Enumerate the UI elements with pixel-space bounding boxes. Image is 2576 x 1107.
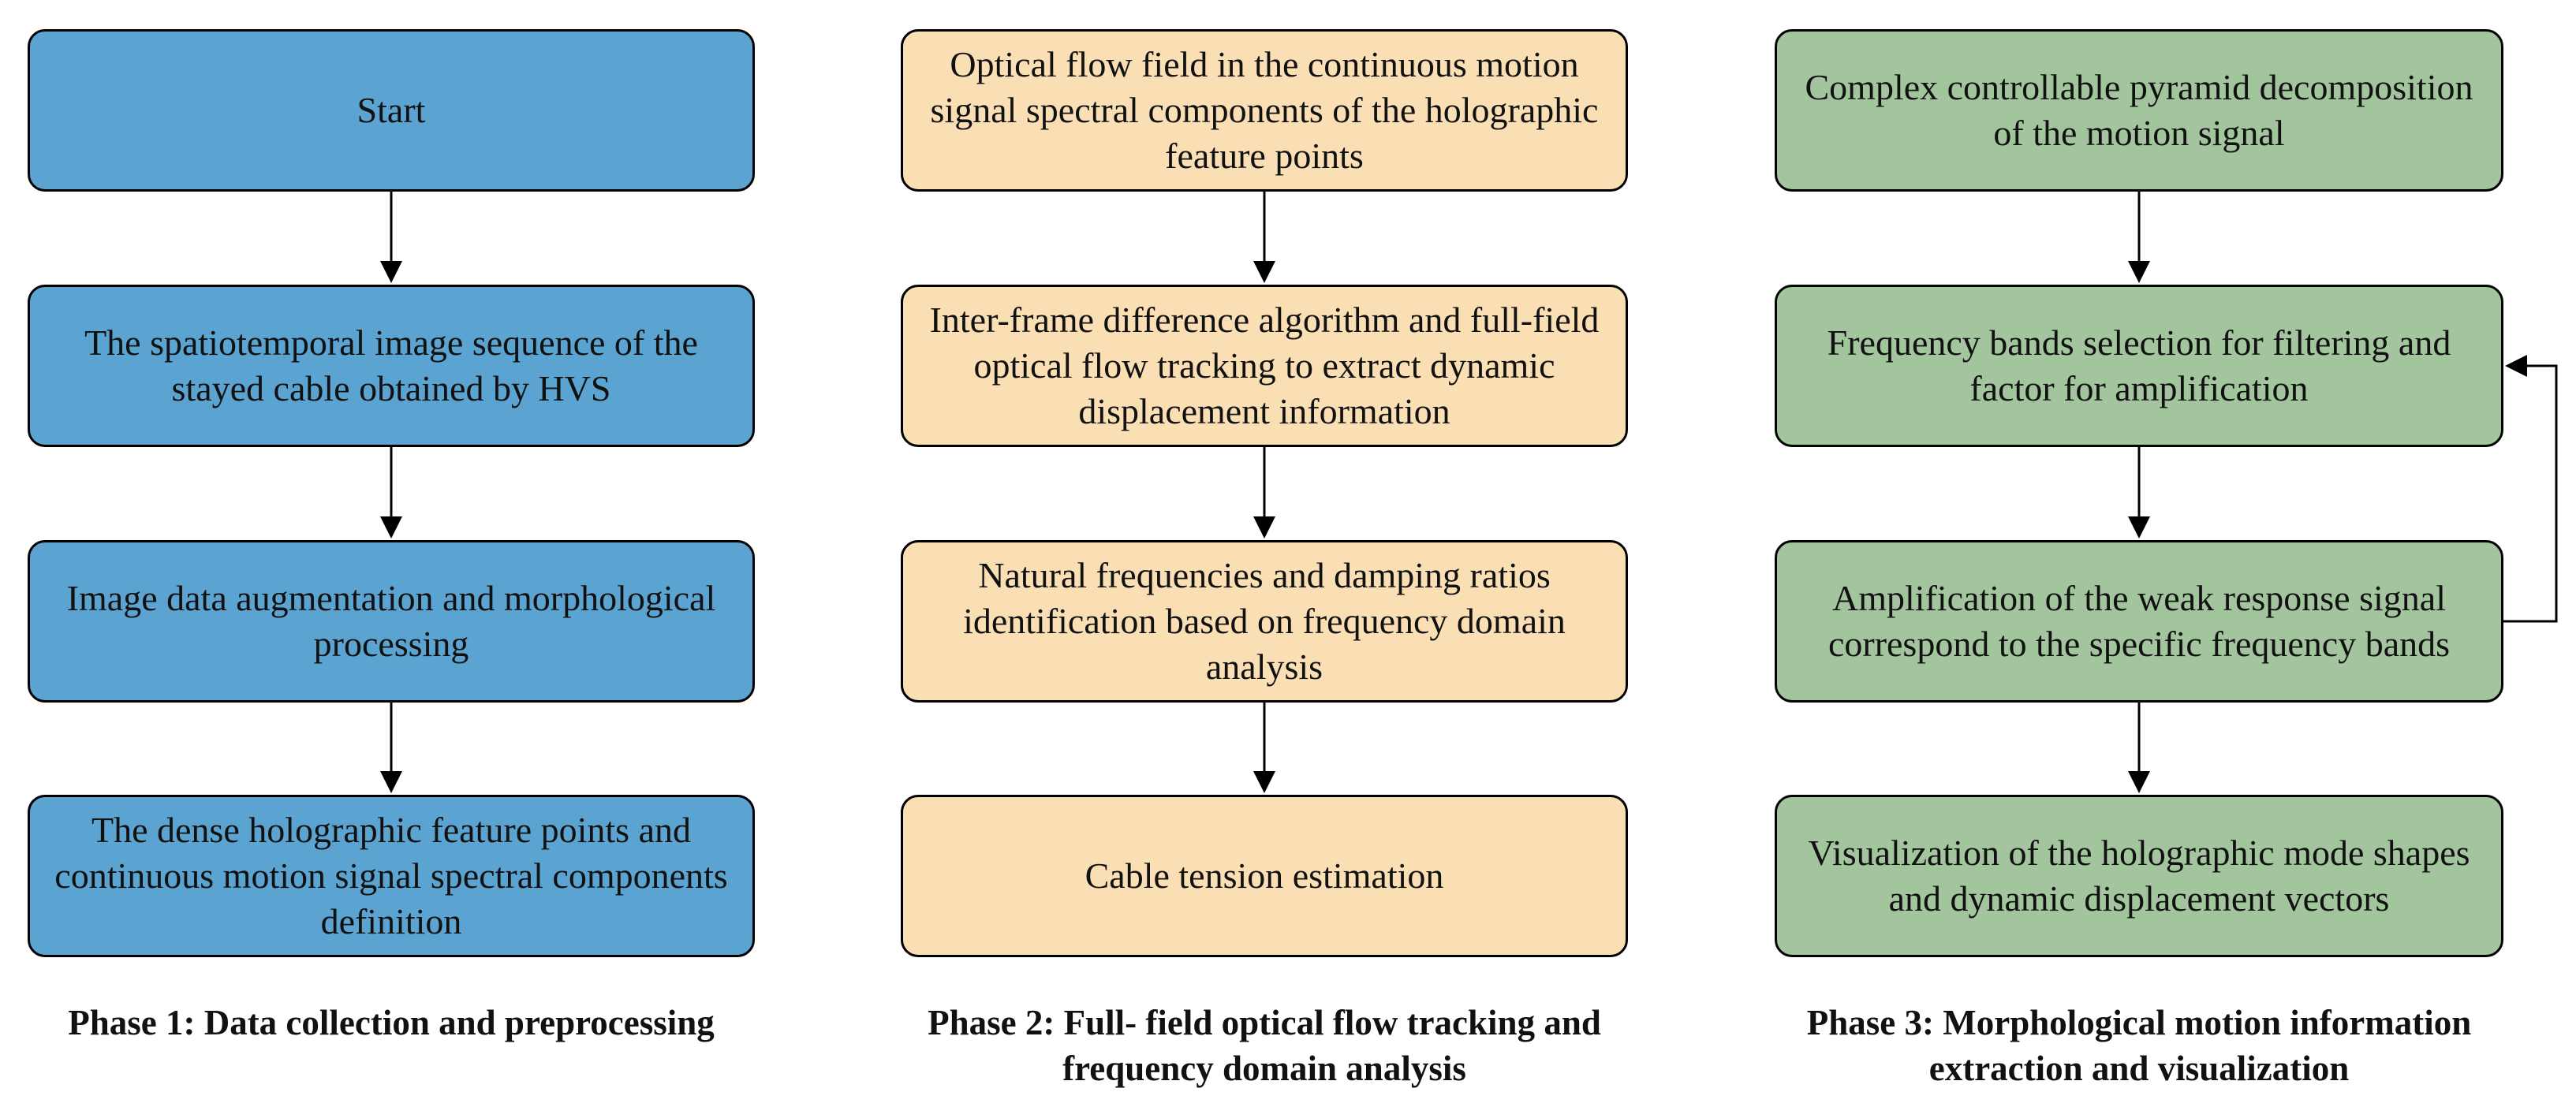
phase3-box-frequency-selection: Frequency bands selection for filtering …: [1775, 285, 2503, 447]
phase1-box-feature-points: The dense holographic feature points and…: [28, 795, 755, 957]
phase1-caption: Phase 1: Data collection and preprocessi…: [68, 1003, 715, 1042]
arrowhead-p1-2-3: [380, 516, 402, 539]
phase2-box-cable-tension: Cable tension estimation: [901, 795, 1628, 957]
feedback-loop-arrowhead: [2505, 355, 2527, 377]
feedback-loop-arrow: [2503, 364, 2558, 623]
arrowhead-p3-1-2: [2128, 261, 2150, 283]
arrowhead-p3-3-4: [2128, 771, 2150, 793]
arrowhead-p1-1-2: [380, 261, 402, 283]
arrowhead-p2-2-3: [1253, 516, 1275, 539]
arrowhead-p3-2-3: [2128, 516, 2150, 539]
arrowhead-p2-3-4: [1253, 771, 1275, 793]
phase3-box-visualization: Visualization of the holographic mode sh…: [1775, 795, 2503, 957]
arrowhead-p1-3-4: [380, 771, 402, 793]
phase1-box-image-sequence: The spatiotemporal image sequence of the…: [28, 285, 755, 447]
phase1-box-start: Start: [28, 29, 755, 192]
phase2-box-optical-flow-field: Optical flow field in the continuous mot…: [901, 29, 1628, 192]
phase3-box-pyramid-decomposition: Complex controllable pyramid decompositi…: [1775, 29, 2503, 192]
phase2-caption: Phase 2: Full- field optical flow tracki…: [928, 1003, 1601, 1088]
phase2-box-interframe-difference: Inter-frame difference algorithm and ful…: [901, 285, 1628, 447]
phase3-caption: Phase 3: Morphological motion informatio…: [1806, 1003, 2472, 1088]
phase1-box-augmentation: Image data augmentation and morphologica…: [28, 540, 755, 703]
arrowhead-p2-1-2: [1253, 261, 1275, 283]
phase2-box-natural-frequencies: Natural frequencies and damping ratios i…: [901, 540, 1628, 703]
phase3-box-amplification: Amplification of the weak response signa…: [1775, 540, 2503, 703]
